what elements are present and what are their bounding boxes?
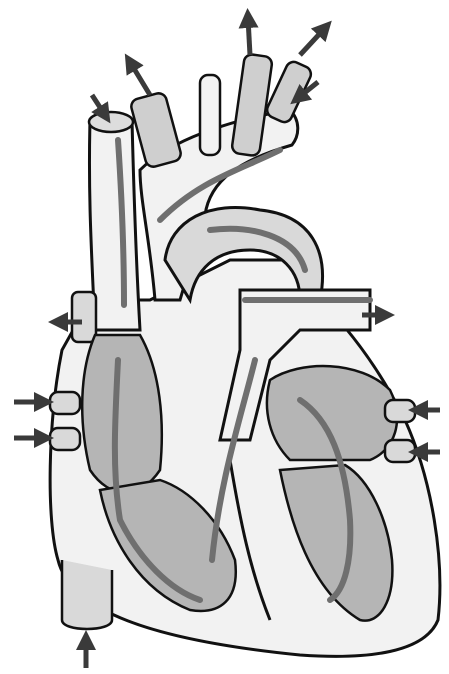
superior-vena-cava-opening (89, 112, 133, 132)
arrow-out-aortic-arch-2 (300, 28, 325, 55)
arrow-out-pulmonary-trunk (130, 62, 150, 95)
left-pulmonary-vein-upper (385, 400, 415, 422)
right-pulmonary-artery-stub (72, 292, 96, 342)
left-pulmonary-vein-lower (385, 440, 415, 462)
arrow-into-superior-vena-cava (92, 95, 105, 115)
aortic-branch-1 (130, 92, 183, 169)
right-atrium (82, 335, 162, 493)
inferior-vena-cava (62, 560, 112, 629)
right-pulmonary-vein-upper (50, 392, 80, 414)
right-pulmonary-vein-lower (50, 428, 80, 450)
aortic-branch-2 (200, 75, 220, 155)
arrow-out-aortic-arch-1 (248, 18, 250, 55)
